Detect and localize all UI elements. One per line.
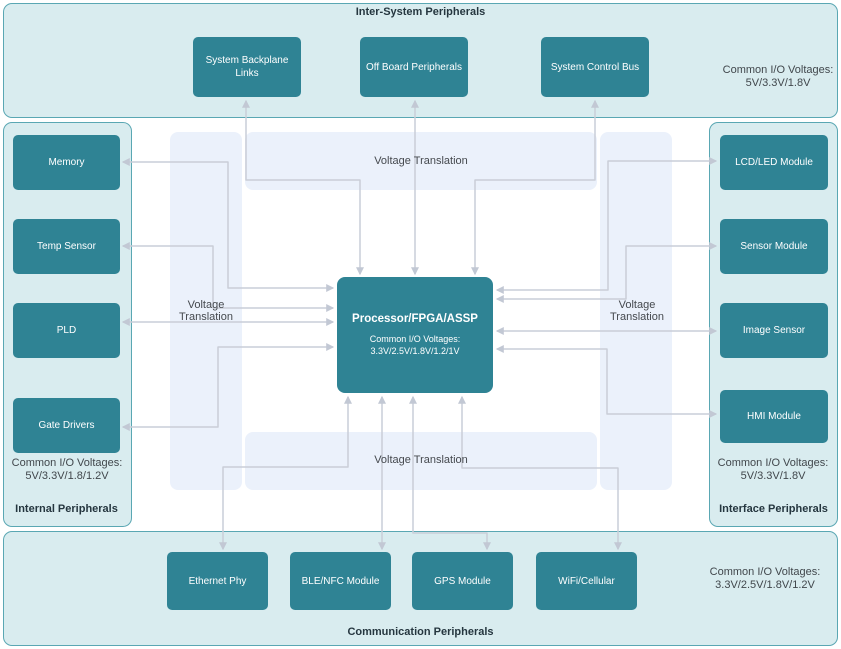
connector-wifi	[458, 395, 622, 551]
connector-sensor	[495, 242, 718, 303]
io-voltages-bottom-line2: 3.3V/2.5V/1.8V/1.2V	[715, 578, 815, 591]
vt-right-line2: Translation	[609, 311, 664, 324]
io-voltages-right-line2: 5V/3.3V/1.8V	[740, 469, 806, 482]
block-temp: Temp Sensor	[13, 219, 120, 274]
block-offboard: Off Board Peripherals	[360, 37, 468, 97]
connector-hmi	[495, 345, 718, 418]
block-gps: GPS Module	[412, 552, 513, 610]
block-sbl: System Backplane Links	[193, 37, 301, 97]
processor-block: Processor/FPGA/ASSP Common I/O Voltages:…	[337, 277, 493, 393]
processor-title: Processor/FPGA/ASSP	[352, 313, 478, 326]
block-memory: Memory	[13, 135, 120, 190]
connector-gps	[409, 395, 491, 551]
io-voltages-left: Common I/O Voltages: 5V/3.3V/1.8/1.2V	[4, 457, 130, 482]
processor-io-line2: 3.3V/2.5V/1.8V/1.2/1V	[370, 345, 460, 356]
processor-io-line1: Common I/O Voltages:	[369, 334, 461, 345]
block-image: Image Sensor	[720, 303, 828, 358]
block-gate: Gate Drivers	[13, 398, 120, 453]
region-title-interface: Interface Peripherals	[719, 503, 828, 515]
connector-temp	[121, 242, 335, 312]
io-voltages-top-line2: 5V/3.3V/1.8V	[745, 76, 811, 89]
region-title-communication: Communication Peripherals	[347, 626, 494, 638]
io-voltages-left-line1: Common I/O Voltages:	[11, 457, 123, 469]
io-voltages-right-line1: Common I/O Voltages:	[717, 457, 829, 469]
voltage-translation-label-right: Voltage Translation	[587, 299, 687, 323]
block-hmi: HMI Module	[720, 390, 828, 443]
vt-right-line1: Voltage	[618, 299, 656, 311]
block-pld: PLD	[13, 303, 120, 358]
connector-scb	[471, 99, 599, 276]
vt-left-line1: Voltage	[187, 299, 225, 311]
block-ble: BLE/NFC Module	[290, 552, 391, 610]
io-voltages-bottom: Common I/O Voltages: 3.3V/2.5V/1.8V/1.2V	[685, 566, 841, 591]
block-wifi: WiFi/Cellular	[536, 552, 637, 610]
io-voltages-top-line1: Common I/O Voltages:	[722, 64, 834, 76]
voltage-translation-label-top: Voltage Translation	[374, 155, 468, 167]
connector-sbl	[242, 99, 364, 276]
region-title-inter-system: Inter-System Peripherals	[355, 6, 486, 18]
io-voltages-left-line2: 5V/3.3V/1.8/1.2V	[25, 469, 109, 482]
block-lcd: LCD/LED Module	[720, 135, 828, 190]
vt-left-line2: Translation	[178, 311, 233, 324]
voltage-translation-label-bottom: Voltage Translation	[374, 454, 468, 466]
processor-io-voltages: Common I/O Voltages: 3.3V/2.5V/1.8V/1.2/…	[370, 334, 461, 357]
block-ethernet: Ethernet Phy	[167, 552, 268, 610]
voltage-translation-label-left: Voltage Translation	[156, 299, 256, 323]
io-voltages-bottom-line1: Common I/O Voltages:	[709, 566, 821, 578]
io-voltages-top: Common I/O Voltages: 5V/3.3V/1.8V	[698, 64, 841, 89]
io-voltages-right: Common I/O Voltages: 5V/3.3V/1.8V	[710, 457, 836, 482]
connector-memory	[121, 158, 335, 292]
block-scb: System Control Bus	[541, 37, 649, 97]
connector-ethernet	[219, 395, 352, 551]
connector-gate	[121, 343, 335, 431]
block-sensor: Sensor Module	[720, 219, 828, 274]
region-title-internal: Internal Peripherals	[15, 503, 118, 515]
